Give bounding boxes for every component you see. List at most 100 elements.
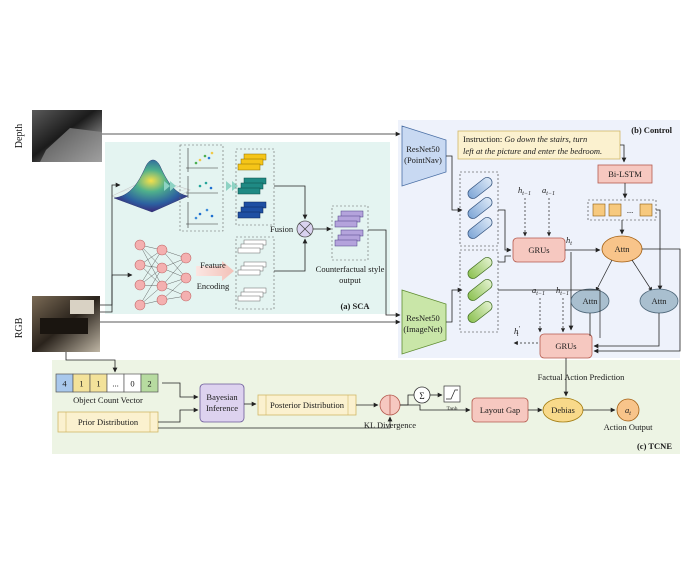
token-embeddings <box>592 203 653 217</box>
a-sub: t−1 <box>546 191 555 197</box>
arrow-prior-to-bayes <box>158 407 199 423</box>
object-count-vector: 4 1 1... 0 2 <box>55 373 159 393</box>
bayesian-inference-block <box>199 383 245 423</box>
arrow-encoding-to-fusion <box>274 238 308 272</box>
ht-symbol: h <box>566 235 570 245</box>
bayesian-label-2: Inference <box>206 403 238 413</box>
a2-sub: t−1 <box>536 291 545 297</box>
object-count-value: 1 <box>96 379 100 389</box>
attn-link-left <box>595 259 613 292</box>
scatter-plot-2 <box>186 176 218 198</box>
debias-label: Debias <box>551 405 575 415</box>
h-sub: t−1 <box>522 191 531 197</box>
h-t-label: ht <box>566 235 572 247</box>
instruction-line-1: Instruction: Go down the stairs, turn <box>463 134 587 144</box>
gru-top-label: GRUs <box>528 245 549 255</box>
factual-action-label: Factual Action Prediction <box>538 372 626 382</box>
resnet-imagenet-label-1: ResNet50 <box>406 313 440 323</box>
h2-sub: t−1 <box>560 291 569 297</box>
arrow-rgb-to-sca-top <box>100 182 121 306</box>
arrow-imagenet-to-cylinders <box>446 287 463 323</box>
bilstm-label: Bi-LSTM <box>608 169 642 179</box>
neural-network-icon <box>134 239 192 311</box>
depth-feature-cylinders <box>467 177 493 239</box>
arrow-instruction-to-bilstm <box>620 144 627 163</box>
arrow-prior-to-kl <box>158 416 393 429</box>
action-output-symbol: at <box>625 405 631 417</box>
object-count-value: 1 <box>79 379 83 389</box>
gru-bottom-label: GRUs <box>555 341 576 351</box>
arrow-rgb-feat-to-gru <box>498 255 511 263</box>
feature-stack-blue <box>237 201 267 219</box>
arrow-rgb-to-nn <box>100 272 133 313</box>
a-symbol: a <box>542 185 546 195</box>
arrow-attn-right-to-gru <box>593 313 660 349</box>
resnet-pointnav-label-1: ResNet50 <box>406 144 440 154</box>
counterfactual-output-stack <box>334 210 364 247</box>
depth-label: Depth <box>14 124 25 148</box>
arrow-yellow-to-fusion <box>274 185 308 220</box>
counterfactual-output-label-1: Counterfactual style <box>316 264 385 274</box>
object-count-value: 2 <box>147 379 151 389</box>
htp-sub: t <box>517 332 519 338</box>
object-count-value: 4 <box>62 379 67 389</box>
counterfactual-output-box <box>331 205 369 261</box>
sum-symbol: Σ <box>419 391 424 401</box>
ht-sub: t <box>570 241 572 247</box>
depth-image-floor <box>40 128 102 162</box>
rgb-image-sofa <box>40 318 88 334</box>
a-t-minus-1-label: at−1 <box>542 185 555 197</box>
feature-stack-yellow <box>237 153 267 171</box>
arrow-kl-to-layout <box>400 404 471 413</box>
arrow-tokens-right <box>656 209 663 291</box>
htp-mark: ′ <box>518 325 520 333</box>
layout-gap-label: Layout Gap <box>480 405 520 415</box>
object-count-cell <box>140 373 159 393</box>
resnet-imagenet-block <box>401 289 447 355</box>
encoding-stacks-box <box>235 236 275 310</box>
object-count-value: ... <box>112 379 118 389</box>
arrow-pointnav-to-cylinders <box>446 155 463 213</box>
h-t-minus-1-label: ht−1 <box>518 185 531 197</box>
feature-encoding-label-2: Encoding <box>197 281 230 291</box>
action-output-node <box>616 398 640 422</box>
rgb-feature-cylinders <box>467 257 493 323</box>
feature-stacks-box <box>235 148 275 226</box>
tcne-panel-label: (c) TCNE <box>637 441 672 451</box>
scatter-plot-1 <box>186 148 218 172</box>
attn-left-label: Attn <box>582 296 598 306</box>
fusion-label: Fusion <box>270 224 294 234</box>
kl-divergence-label: KL Divergence <box>364 420 416 430</box>
attn-right-label: Attn <box>651 296 667 306</box>
tanh-label: Tanh <box>447 406 458 412</box>
h-t-prime-label: h′t <box>514 325 520 338</box>
bayesian-label-1: Bayesian <box>206 392 238 402</box>
prior-distribution-label: Prior Distribution <box>78 417 139 427</box>
at-symbol: a <box>625 405 629 415</box>
scatter-plot-3 <box>186 202 218 228</box>
object-count-value: 0 <box>130 379 134 389</box>
h-symbol: h <box>518 185 522 195</box>
arrow-rgb-feat-to-gru-bottom <box>498 289 601 338</box>
rgb-image-window <box>70 300 94 314</box>
resnet-pointnav-block <box>401 125 447 187</box>
instruction-line-2: left at the picture and enter the bedroo… <box>463 146 602 156</box>
action-output-label: Action Output <box>604 422 654 432</box>
arrow-attn-main-to-gru <box>593 248 681 354</box>
at-sub: t <box>629 411 631 417</box>
arrow-ocv-to-bayes <box>162 382 199 400</box>
posterior-distribution-label: Posterior Distribution <box>270 400 345 410</box>
tanh-icon <box>443 385 461 403</box>
attn-link-right <box>631 259 653 292</box>
instruction-box <box>457 130 621 160</box>
resnet-imagenet-label-2: (ImageNet) <box>403 324 442 334</box>
feature-encoding-label-1: Feature <box>200 260 226 270</box>
feature-stack-teal <box>237 177 267 195</box>
instruction-prefix: Instruction: <box>463 134 504 144</box>
chevron-arrows-top <box>164 181 238 191</box>
control-panel-label: (b) Control <box>631 125 672 135</box>
feature-encoding-arrow <box>196 261 234 281</box>
rgb-label: RGB <box>14 317 25 338</box>
arrow-depth-feat-to-gru <box>498 209 512 253</box>
